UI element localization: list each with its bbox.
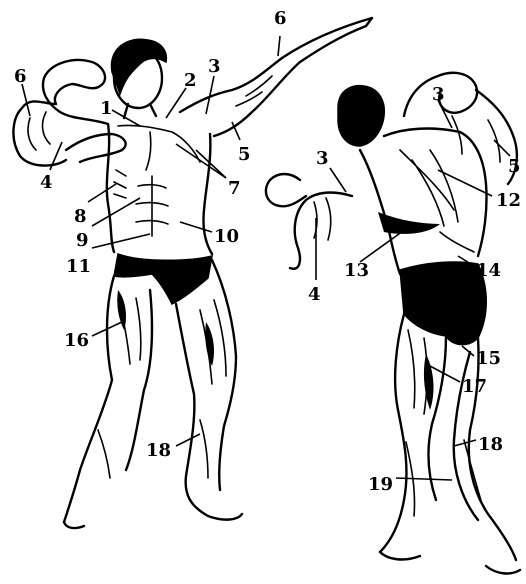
label-back-15: 15 [476, 348, 501, 369]
front-torso [107, 124, 212, 254]
label-back-19: 19 [368, 474, 393, 495]
label-front-11: 11 [66, 256, 91, 277]
label-front-3: 3 [208, 56, 221, 77]
label-back-5: 5 [508, 156, 521, 177]
label-front-10: 10 [214, 226, 239, 247]
front-labels: 1 2 3 6 6 4 5 7 8 9 10 11 16 18 [14, 8, 287, 461]
label-front-5: 5 [238, 144, 251, 165]
back-figure [266, 73, 520, 574]
front-hair [111, 39, 166, 94]
front-flexed-arm [13, 60, 108, 166]
label-back-3-left: 3 [316, 148, 329, 169]
back-leg-left [380, 314, 446, 552]
front-shorts [114, 254, 212, 304]
label-front-1: 1 [100, 98, 113, 119]
front-leg-right [176, 260, 242, 520]
label-front-8: 8 [74, 206, 87, 227]
label-front-16: 16 [64, 330, 89, 351]
back-shorts [400, 262, 486, 345]
label-front-18: 18 [146, 440, 171, 461]
label-back-4: 4 [308, 284, 321, 305]
label-front-6-top: 6 [274, 8, 287, 29]
label-front-6-left: 6 [14, 66, 27, 87]
label-front-7: 7 [228, 178, 241, 199]
label-front-2: 2 [184, 70, 197, 91]
label-back-18: 18 [478, 434, 503, 455]
label-back-12: 12 [496, 190, 521, 211]
label-back-13: 13 [344, 260, 369, 281]
label-back-17: 17 [462, 376, 487, 397]
label-back-3-top: 3 [432, 84, 445, 105]
back-torso [360, 129, 487, 274]
label-back-14: 14 [476, 260, 501, 281]
label-front-4: 4 [40, 172, 53, 193]
back-left-arm [266, 174, 352, 269]
label-front-9: 9 [76, 230, 89, 251]
back-head [338, 86, 384, 146]
